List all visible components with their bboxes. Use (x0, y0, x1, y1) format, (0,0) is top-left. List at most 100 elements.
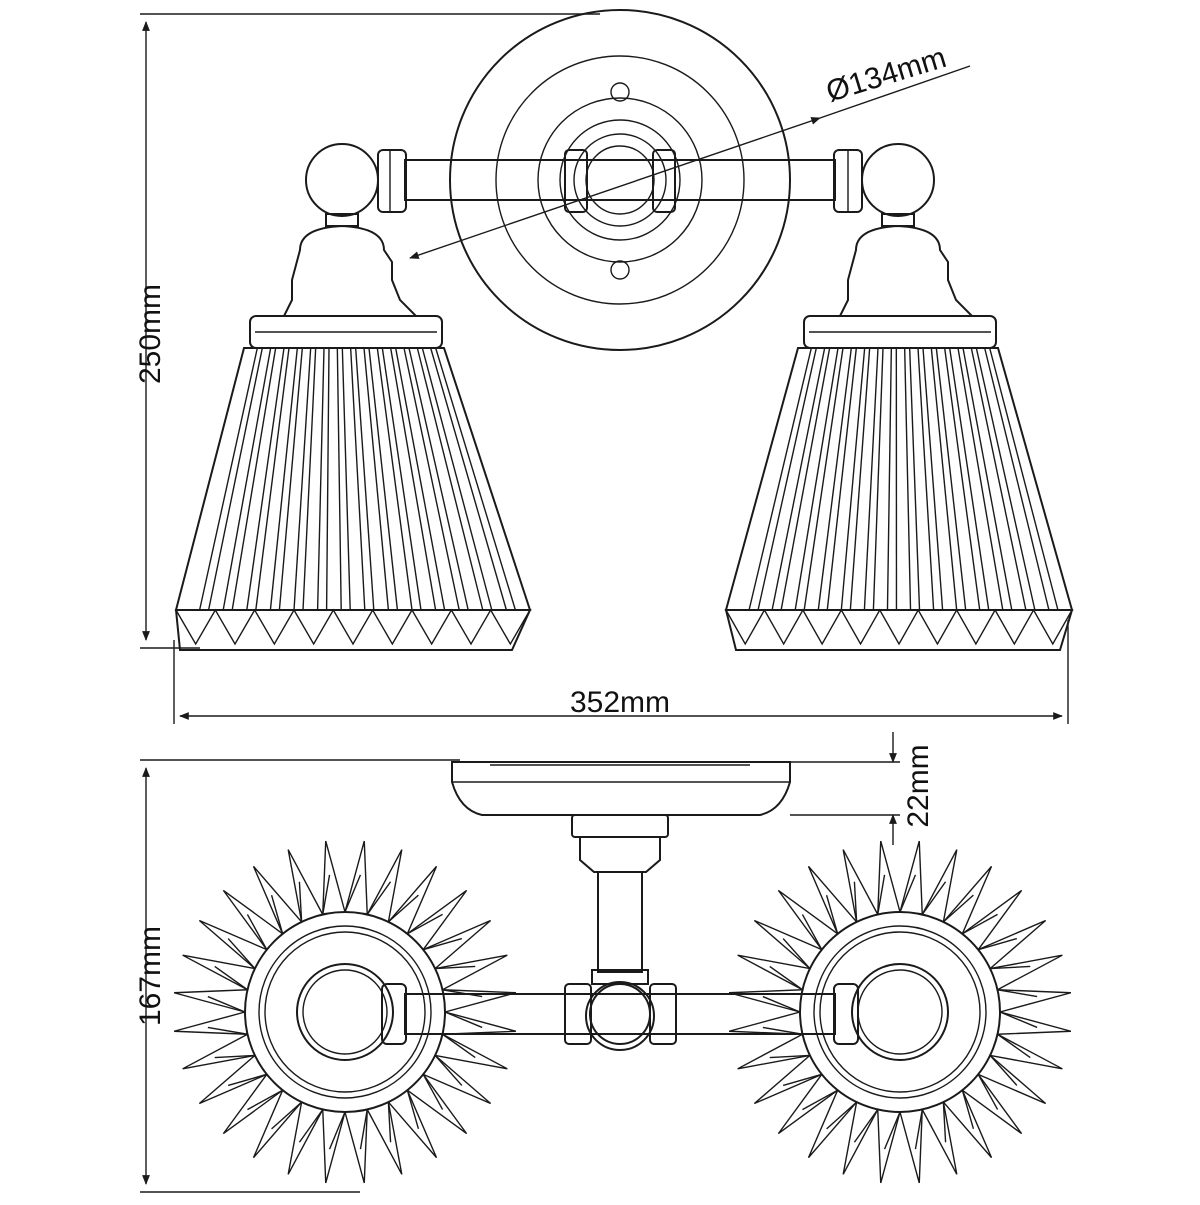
pleat-line (337, 348, 341, 610)
rosette-facet (900, 875, 915, 912)
rosette-petal (922, 1102, 957, 1174)
pleat-line (223, 348, 270, 610)
rim-zigzag (726, 610, 1072, 644)
rosette-facet (997, 1034, 1030, 1057)
pleat-line (958, 348, 1003, 610)
pleat-line (910, 348, 920, 610)
rosette-facet (299, 1109, 322, 1142)
diameter-label: Ø134mm (822, 41, 950, 109)
rosette-facet (330, 1112, 345, 1149)
rosette-petal (435, 955, 507, 990)
pleat-line (873, 348, 883, 610)
rosette-petal (435, 1034, 507, 1069)
pleat-line (303, 348, 316, 610)
rosette-facet (827, 895, 838, 934)
top-view: 167mm 22mm (134, 732, 1071, 1192)
pleat-line (409, 348, 468, 610)
right-shade-top (729, 841, 1071, 1183)
rosette-facet (215, 966, 248, 989)
pleat-line (936, 348, 965, 610)
rosette-facet (407, 1090, 418, 1129)
rosette-petal (943, 1090, 991, 1157)
rosette-petal (878, 841, 900, 914)
pleat-line (404, 348, 459, 610)
depth-label: 167mm (134, 926, 167, 1026)
backplate-front (450, 10, 790, 350)
rosette-petal (367, 1102, 402, 1174)
pleat-line (318, 348, 324, 610)
rosette-petal (808, 866, 856, 933)
rosette-petal (754, 1055, 821, 1103)
rosette-petal (288, 1102, 323, 1174)
pleat-line (887, 348, 891, 610)
pleat-line (279, 348, 302, 610)
rosette-petal (174, 1012, 247, 1034)
pleat-line (971, 348, 1026, 610)
rosette-petal (738, 955, 810, 990)
pleat-line (342, 348, 350, 610)
rosette-facet (208, 997, 245, 1012)
pleat-line (963, 348, 1012, 610)
pleat-line (364, 348, 388, 610)
rosette-facet (763, 997, 800, 1012)
rosette-facet (783, 1074, 822, 1085)
rosette-facet (345, 875, 360, 912)
pleat-line (945, 348, 980, 610)
pleat-line (781, 348, 830, 610)
rosette-petal (253, 866, 301, 933)
rosette-facet (978, 939, 1017, 950)
stem-top (572, 815, 668, 1050)
rosette-petal (843, 1102, 878, 1174)
rosette-petal (288, 850, 323, 922)
pleat-line (950, 348, 989, 610)
rosette-petal (199, 1055, 266, 1103)
pleat-line (436, 348, 516, 610)
rosette-petal (423, 920, 490, 968)
rosette-facet (885, 1112, 900, 1149)
pleat-line (976, 348, 1035, 610)
pleat-line (200, 348, 258, 610)
right-shade-front (726, 144, 1072, 650)
pleat-line (985, 348, 1049, 610)
pleat-line (247, 348, 284, 610)
pleat-line (396, 348, 445, 610)
pleat-line (382, 348, 421, 610)
rosette-facet (442, 1034, 475, 1057)
left-shade-top (174, 841, 516, 1183)
pleat-line (294, 348, 311, 610)
pleat-line (431, 348, 507, 610)
rosette-facet (1000, 1012, 1037, 1027)
backplate-depth-dimension: 22mm (790, 732, 935, 845)
rim-zigzag (176, 610, 530, 644)
right-shade-pleats (726, 348, 1072, 644)
pleat-line (391, 348, 436, 610)
pleat-line (905, 348, 911, 610)
pleat-line (417, 348, 482, 610)
pleat-line (931, 348, 956, 610)
pleat-line (327, 348, 329, 610)
height-label: 250mm (134, 284, 167, 384)
rosette-petal (997, 990, 1070, 1012)
rosette-petal (738, 1034, 810, 1069)
rosette-facet (367, 882, 390, 915)
rosette-petal (345, 1109, 367, 1182)
rosette-facet (423, 939, 462, 950)
backplate-depth-label: 22mm (902, 744, 935, 827)
height-dimension: 250mm (134, 14, 600, 648)
rosette-facet (445, 1012, 482, 1027)
rosette-facet (962, 1090, 973, 1129)
rosette-petal (183, 955, 255, 990)
rosette-facet (854, 1109, 877, 1142)
rosette-petal (388, 1090, 436, 1157)
width-label: 352mm (570, 686, 670, 719)
rosette-facet (228, 1074, 267, 1085)
rosette-petal (729, 1012, 802, 1034)
pleat-line (990, 348, 1058, 610)
rosette-petal (367, 850, 402, 922)
rosette-petal (900, 1109, 922, 1182)
left-shade-pleats (176, 348, 530, 644)
backplate-top (452, 762, 790, 815)
front-view: Ø134mm 250mm 352mm (134, 10, 1072, 724)
